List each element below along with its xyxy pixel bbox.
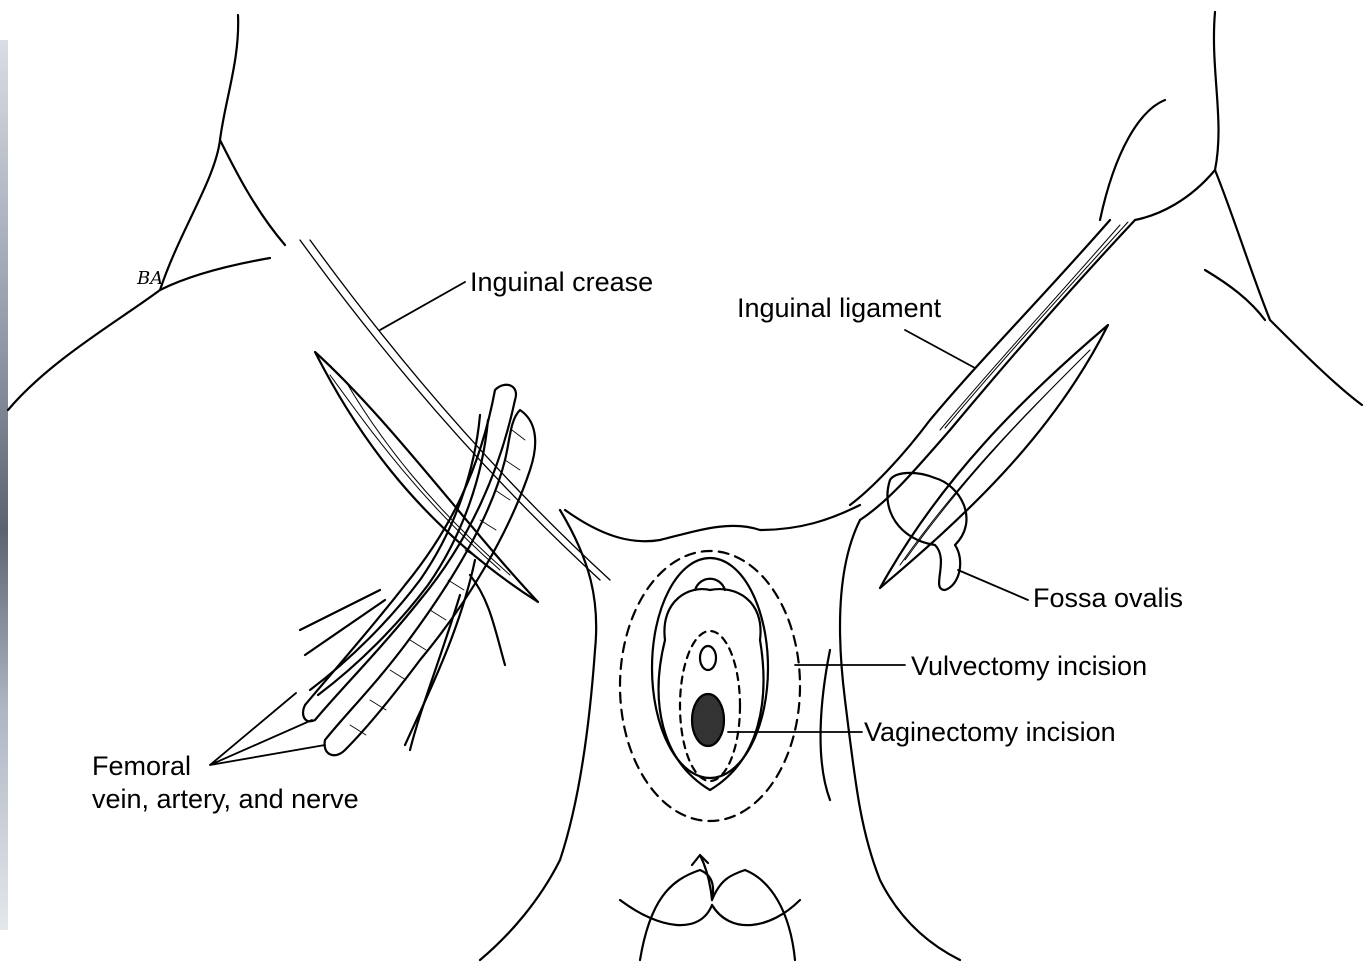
left-thigh-fold [160,258,270,290]
vulvectomy-incision-line [620,551,800,821]
inguinal-ligament-band-b [860,220,1135,520]
labia [659,589,764,790]
urethra [700,646,716,670]
leader-inguinal-crease [380,282,465,330]
right-upper-curve [1135,170,1215,220]
right-hip [1100,100,1165,220]
label-femoral-structures: vein, artery, and nerve [92,783,359,815]
left-thigh-outline [8,15,238,410]
right-thigh-outline [1214,12,1362,405]
leader-femoral [210,693,325,765]
right-thigh-fold [1205,270,1265,320]
artist-signature: BA [137,268,163,289]
femoral-artery-texture [350,430,525,735]
label-fossa-ovalis: Fossa ovalis [1033,582,1183,614]
vaginal-opening [692,694,724,746]
pubic-upper [565,505,860,541]
right-groin-incision [880,325,1108,588]
left-thigh-crease [220,140,285,245]
label-vaginectomy-incision: Vaginectomy incision [864,716,1116,748]
label-inguinal-crease: Inguinal crease [470,266,653,298]
right-incision-texture [900,350,1090,565]
ligament-texture [940,222,1128,430]
buttocks [640,870,795,960]
leader-fossa-ovalis [958,570,1028,600]
buttock-curves [620,900,800,925]
right-inner-fold [821,650,830,800]
left-leg-inner [480,510,596,960]
perineum-arrow [692,855,712,900]
label-inguinal-ligament: Inguinal ligament [737,292,941,324]
left-incision-texture [330,375,510,575]
femoral-branch-2 [410,595,460,750]
inguinal-ligament-band-a [850,220,1110,505]
label-femoral: Femoral [92,750,191,782]
leader-inguinal-ligament [905,330,975,368]
label-vulvectomy-incision: Vulvectomy incision [911,650,1147,682]
